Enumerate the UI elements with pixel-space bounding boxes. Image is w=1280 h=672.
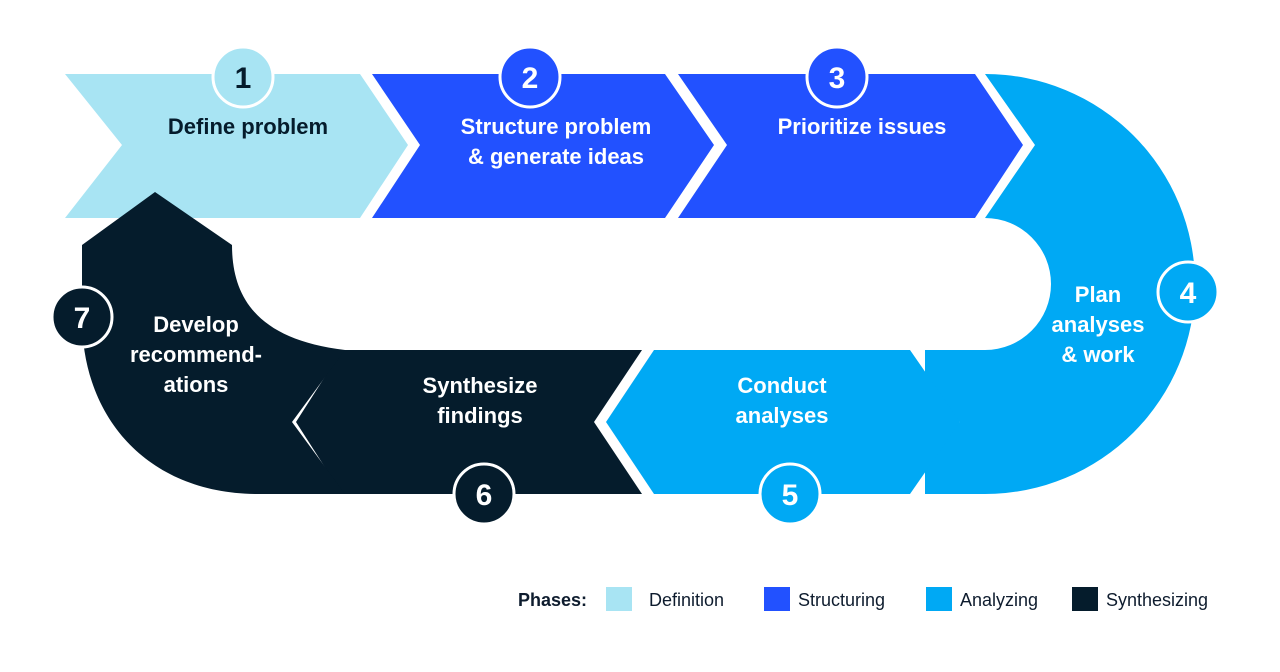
step-2-badge: 2 — [498, 45, 562, 109]
legend-swatch-structuring — [764, 587, 790, 611]
step-1-badge-circle — [211, 45, 275, 109]
step-7-label-line: ations — [164, 372, 229, 397]
step-6-label-line: findings — [437, 403, 523, 428]
legend-swatch-definition — [606, 587, 632, 611]
step-2-number: 2 — [522, 62, 539, 95]
step-1-label: Define problem — [168, 114, 328, 139]
step-7-shape — [82, 192, 345, 494]
step-4-badge-circle — [1156, 260, 1220, 324]
step-6-badge: 6 — [452, 462, 516, 526]
step-5-label: Conduct analyses — [736, 373, 829, 428]
step-3-label: Prioritize issues — [778, 114, 947, 139]
legend-title: Phases: — [518, 590, 587, 610]
step-5-badge-circle — [758, 462, 822, 526]
step-3-number: 3 — [829, 62, 846, 95]
step-4-badge: 4 — [1156, 260, 1220, 324]
step-4-label: Plan analyses & work — [1052, 282, 1145, 367]
step-4-label-line: analyses — [1052, 312, 1145, 337]
step-2-label-line: & generate ideas — [468, 144, 644, 169]
step-3-badge: 3 — [805, 45, 869, 109]
step-1-label-line: Define problem — [168, 114, 328, 139]
step-5-shape — [606, 350, 960, 494]
step-4-shape — [925, 74, 1195, 494]
legend-label-synthesizing: Synthesizing — [1106, 590, 1208, 610]
step-7-label: Develop recommend-ations — [130, 312, 262, 397]
step-5-label-line: analyses — [736, 403, 829, 428]
legend-label-structuring: Structuring — [798, 590, 885, 610]
step-2-badge-circle — [498, 45, 562, 109]
step-7-badge: 7 — [50, 285, 114, 349]
step-5-number: 5 — [782, 479, 799, 512]
legend-label-definition: Definition — [649, 590, 724, 610]
step-3-label-line: Prioritize issues — [778, 114, 947, 139]
step-6-label-line: Synthesize — [423, 373, 538, 398]
legend-label-analyzing: Analyzing — [960, 590, 1038, 610]
step-2-shape — [372, 74, 714, 218]
step-1-badge: 1 — [211, 45, 275, 109]
step-7-label-line: Develop — [153, 312, 239, 337]
step-7-badge-circle — [50, 285, 114, 349]
step-2-label: Structure problem & generate ideas — [461, 114, 652, 169]
legend-swatch-analyzing — [926, 587, 952, 611]
step-5-label-line: Conduct — [737, 373, 827, 398]
step-6-badge-circle — [452, 462, 516, 526]
legend-swatch-synthesizing — [1072, 587, 1098, 611]
step-1-number: 1 — [235, 62, 252, 95]
step-6-shape — [296, 350, 642, 494]
step-7-label-line: recommend- — [130, 342, 262, 367]
step-3-shape — [678, 74, 1023, 218]
step-4-number: 4 — [1180, 277, 1197, 310]
step-7-number: 7 — [74, 302, 91, 335]
step-4-label-line: & work — [1061, 342, 1135, 367]
step-3-badge-circle — [805, 45, 869, 109]
step-6-label: Synthesize findings — [423, 373, 538, 428]
step-4-label-line: Plan — [1075, 282, 1121, 307]
step-2-label-line: Structure problem — [461, 114, 652, 139]
step-5-badge: 5 — [758, 462, 822, 526]
legend: Phases: Definition Structuring Analyzing… — [518, 587, 1208, 611]
step-6-number: 6 — [476, 479, 493, 512]
step-1-shape — [65, 74, 408, 218]
